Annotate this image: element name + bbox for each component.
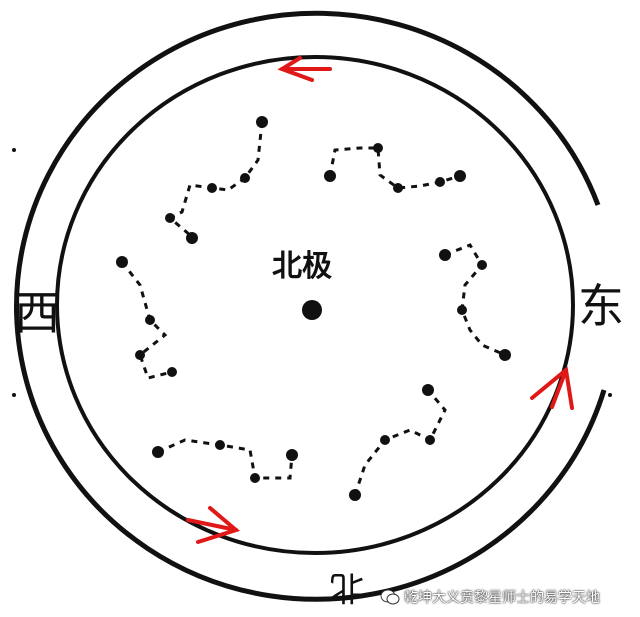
constellation-bottom-right — [349, 384, 447, 501]
direction-arrow-top — [277, 56, 332, 82]
east-label: 东 — [578, 279, 624, 333]
constellation-left — [116, 256, 177, 380]
constellation-right — [439, 243, 511, 361]
speck — [12, 148, 16, 152]
outer-ring — [14, 10, 607, 602]
constellation-upper-left — [165, 116, 268, 244]
speck — [12, 393, 16, 397]
north-pole-label: 北极 — [272, 249, 332, 284]
watermark-text: 乾坤大义贲黎星师士的易学天地 — [404, 590, 600, 606]
constellation-upper-right — [324, 143, 466, 193]
constellation-bottom-left — [152, 438, 298, 483]
west-label: 西 — [14, 286, 60, 340]
wechat-icon — [380, 589, 400, 605]
north-pole-dot — [302, 300, 322, 320]
watermark: 乾坤大义贲黎星师士的易学天地 — [380, 583, 638, 611]
direction-arrow-bottom — [186, 506, 241, 544]
direction-arrow-right — [530, 366, 574, 410]
bottom-label: 北 — [330, 567, 364, 607]
inner-ring — [55, 55, 575, 555]
speck — [608, 393, 612, 397]
